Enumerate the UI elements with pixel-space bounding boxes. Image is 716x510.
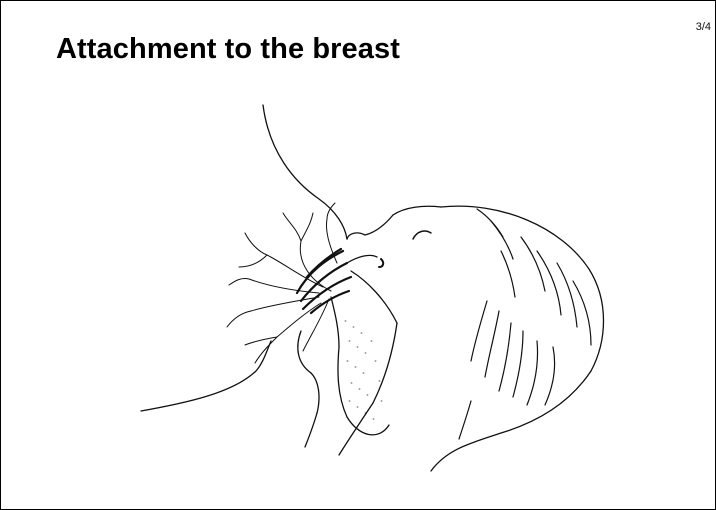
areola-region: [297, 249, 351, 313]
milk-ducts: [227, 203, 337, 363]
stipple-shading: [345, 321, 382, 419]
baby-face: [339, 206, 441, 455]
breast-outline: [141, 105, 347, 411]
baby-tongue-jaw: [298, 297, 389, 447]
hair-strokes: [459, 209, 591, 439]
baby-head: [431, 206, 604, 471]
